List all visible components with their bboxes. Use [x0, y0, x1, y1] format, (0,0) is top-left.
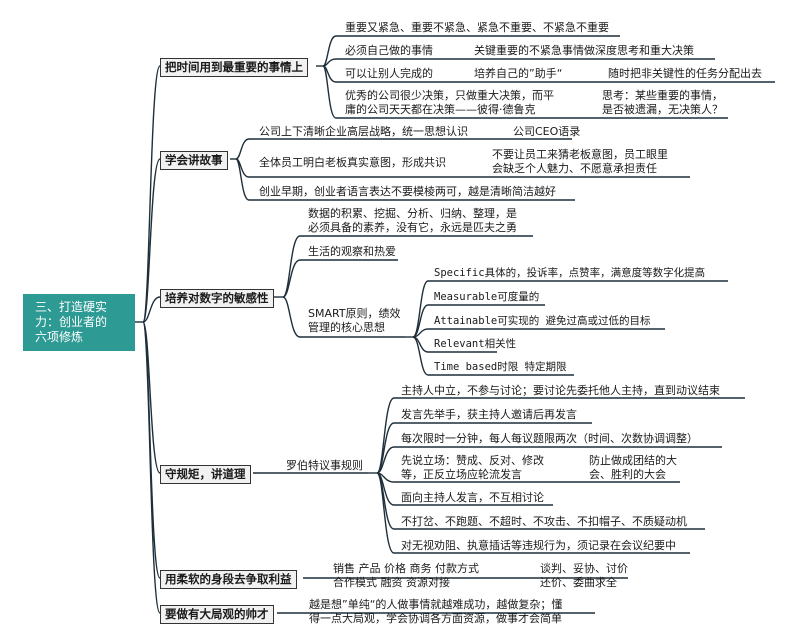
branch-big-picture[interactable]: 要做有大局观的帅才: [160, 605, 274, 624]
node-data-literacy-line-2[interactable]: 必须具备的素养，没有它，永远是匹夫之勇: [308, 221, 517, 234]
branch-storytelling[interactable]: 学会讲故事: [160, 151, 228, 170]
node-smart-principle-line-1[interactable]: SMART原则，绩效: [308, 307, 401, 320]
node-negotiation-topics-line-1[interactable]: 销售 产品 价格 商务 付款方式: [333, 562, 479, 575]
branch-rules[interactable]: 守规矩，讲道理: [160, 465, 251, 484]
node-data-literacy-line-1[interactable]: 数据的积累、挖掘、分析、归纳、整理，是: [308, 207, 517, 220]
node-smart-relevant[interactable]: Relevant相关性: [434, 338, 517, 350]
node-smart-measurable[interactable]: Measurable可度量的: [434, 291, 540, 303]
node-rule-neutral-chair[interactable]: 主持人中立，不参与讨论；要讨论先委托他人主持，直到动议结束: [401, 384, 720, 397]
node-negotiation-topics-line-2[interactable]: 合作模式 融资 资源对接: [333, 576, 450, 589]
root-line-2: 力：创业者的: [35, 315, 108, 329]
branch-time-management[interactable]: 把时间用到最重要的事情上: [160, 58, 308, 77]
node-observe-life[interactable]: 生活的观察和热爱: [308, 245, 396, 258]
node-rule-record-violations[interactable]: 对无视劝阻、执意插话等违规行为，须记录在会议纪要中: [401, 539, 676, 552]
node-compromise-line-2[interactable]: 还价、委曲求全: [540, 576, 617, 589]
node-delegable[interactable]: 可以让别人完成的: [345, 67, 433, 80]
node-rule-no-interrupt[interactable]: 不打岔、不跑题、不超时、不攻击、不扣帽子、不质疑动机: [401, 515, 687, 528]
node-reflection-line-1[interactable]: 思考：某些重要的事情，: [602, 89, 723, 102]
node-delegate-tasks[interactable]: 随时把非关键性的任务分配出去: [608, 67, 762, 80]
node-big-picture-line-1[interactable]: 越是想”单纯“的人做事情就越难成功，越做复杂；懂: [309, 598, 563, 611]
node-rule-address-chair[interactable]: 面向主持人发言，不互相讨论: [401, 491, 544, 504]
node-smart-time-based[interactable]: Time based时限 特定期限: [434, 361, 567, 373]
node-unified-strategy[interactable]: 公司上下清晰企业高层战略，统一思想认识: [259, 125, 468, 138]
node-smart-attainable[interactable]: Attainable可实现的 避免过高或过低的目标: [434, 315, 651, 327]
node-priority-quadrants[interactable]: 重要又紧急、重要不紧急、紧急不重要、不紧急不重要: [345, 21, 609, 34]
node-rule-time-limit[interactable]: 每次限时一分钟，每人每议题限两次（时间、次数协调调整）: [401, 432, 698, 445]
node-rule-avoid-unity-rally-line-2[interactable]: 会、胜利的大会: [589, 468, 666, 481]
node-ceo-quotes[interactable]: 公司CEO语录: [513, 125, 581, 138]
node-smart-principle-line-2[interactable]: 管理的核心思想: [308, 321, 385, 334]
node-no-guessing-line-1[interactable]: 不要让员工来猜老板意图，员工眼里: [492, 148, 668, 161]
node-clear-language[interactable]: 创业早期，创业者语言表达不要模棱两可，越是清晰简洁越好: [259, 185, 556, 198]
root-line-1: 三、打造硬实: [35, 300, 108, 314]
node-deep-thinking[interactable]: 关键重要的不紧急事情做深度思考和重大决策: [474, 44, 694, 57]
node-train-assistant[interactable]: 培养自己的”助手“: [474, 67, 563, 80]
node-big-picture-line-2[interactable]: 得一点大局观，学会协调各方面资源，做事才会简单: [309, 612, 562, 625]
node-rule-avoid-unity-rally-line-1[interactable]: 防止做成团结的大: [589, 454, 677, 467]
node-rule-raise-hand[interactable]: 发言先举手，获主持人邀请后再发言: [401, 408, 577, 421]
node-employee-consensus[interactable]: 全体员工明白老板真实意图，形成共识: [259, 156, 446, 169]
node-roberts-rules[interactable]: 罗伯特议事规则: [286, 459, 363, 472]
branch-number-sensitivity[interactable]: 培养对数字的敏感性: [160, 289, 274, 308]
root-topic[interactable]: 三、打造硬实 力：创业者的 六项修炼: [23, 294, 135, 351]
node-smart-specific[interactable]: Specific具体的，投诉率，点赞率，满意度等数字化提高: [434, 267, 706, 279]
branch-soft-negotiation[interactable]: 用柔软的身段去争取利益: [160, 570, 297, 589]
node-must-do-self[interactable]: 必须自己做的事情: [345, 44, 433, 57]
node-compromise-line-1[interactable]: 谈判、妥协、讨价: [540, 562, 628, 575]
root-line-3: 六项修炼: [35, 330, 84, 344]
node-drucker-quote-line-1[interactable]: 优秀的公司很少决策，只做重大决策，而平: [345, 89, 554, 102]
node-no-guessing-line-2[interactable]: 会缺乏个人魅力、不愿意承担责任: [492, 162, 657, 175]
node-rule-state-position-line-2[interactable]: 等，正反立场应轮流发言: [401, 468, 522, 481]
node-rule-state-position-line-1[interactable]: 先说立场：赞成、反对、修改: [401, 454, 544, 467]
node-drucker-quote-line-2[interactable]: 庸的公司天天都在决策——彼得·德鲁克: [345, 103, 536, 116]
node-reflection-line-2[interactable]: 是否被遗漏，无决策人？: [602, 103, 723, 116]
